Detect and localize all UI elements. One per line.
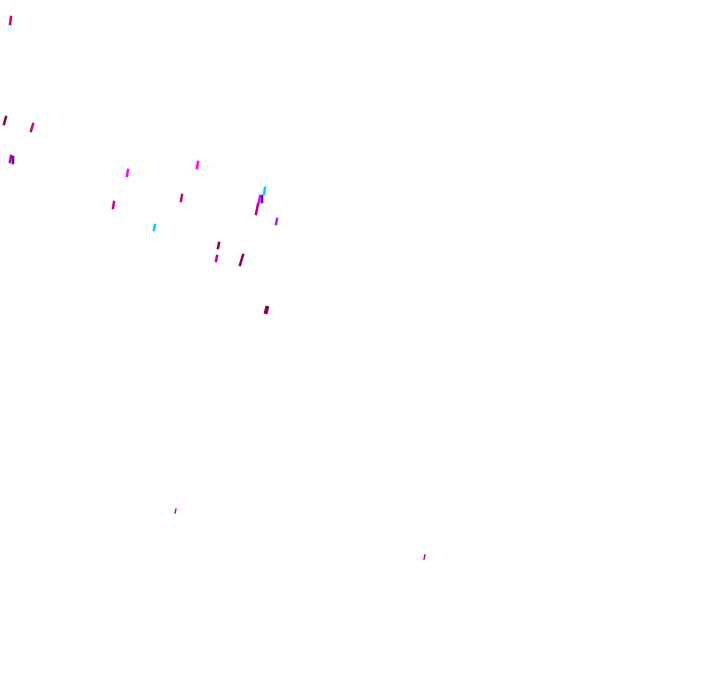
mark <box>111 200 116 210</box>
mark <box>238 253 245 267</box>
mark <box>274 217 279 226</box>
mark <box>254 202 260 216</box>
mark <box>262 186 267 196</box>
mark <box>423 554 426 560</box>
mark <box>263 305 270 315</box>
mark <box>257 194 262 204</box>
mark <box>125 168 130 178</box>
mark <box>2 115 8 126</box>
mark <box>152 223 157 232</box>
mark <box>29 122 35 133</box>
mark <box>216 241 221 250</box>
mark <box>8 15 13 26</box>
mark <box>195 160 200 170</box>
mark <box>179 193 184 203</box>
mark <box>8 154 13 164</box>
mark <box>214 254 219 263</box>
mark <box>174 508 177 514</box>
